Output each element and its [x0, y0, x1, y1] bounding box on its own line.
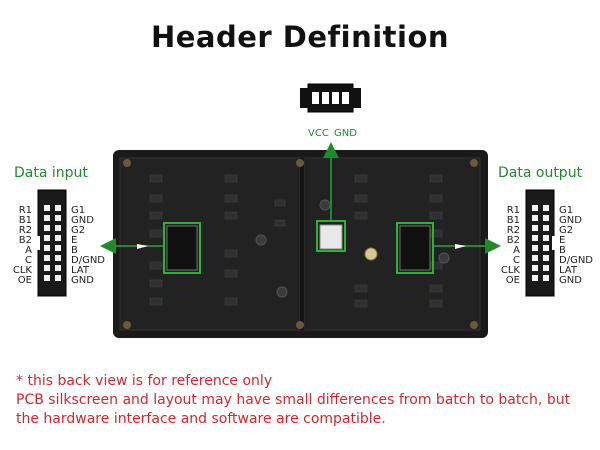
svg-text:GND: GND [71, 275, 94, 286]
header-pin [44, 215, 50, 221]
header-pin [44, 235, 50, 241]
header-pin [532, 205, 538, 211]
page-title: Header Definition [150, 20, 450, 54]
header-pin [543, 255, 549, 261]
svg-text:B2: B2 [507, 235, 520, 246]
input-left-pin-labels: R1 B1 R2 B2 A C CLK OE [13, 205, 33, 286]
header-pin [55, 205, 61, 211]
board-power-connector [316, 220, 346, 252]
svg-text:B: B [71, 245, 78, 256]
svg-text:LAT: LAT [71, 265, 90, 276]
header-pin [532, 225, 538, 231]
svg-text:R2: R2 [507, 225, 520, 236]
board-input-connector [163, 222, 201, 274]
svg-text:C: C [25, 255, 32, 266]
svg-text:A: A [513, 245, 520, 256]
svg-text:D/GND: D/GND [559, 255, 593, 266]
svg-text:B1: B1 [19, 215, 32, 226]
header-pin [55, 265, 61, 271]
header-pin [543, 205, 549, 211]
board-output-connector [396, 222, 434, 274]
header-pin [44, 275, 50, 281]
note-line-2: PCB silkscreen and layout may have small… [16, 392, 571, 408]
header-pin [55, 245, 61, 251]
svg-text:B1: B1 [507, 215, 520, 226]
input-right-pin-labels: G1 GND G2 E B D/GND LAT GND [71, 205, 105, 286]
header-pin [532, 265, 538, 271]
header-pin [44, 265, 50, 271]
header-pin [532, 255, 538, 261]
header-pin [543, 265, 549, 271]
data-output-header [525, 189, 556, 297]
svg-text:B: B [559, 245, 566, 256]
svg-text:CLK: CLK [13, 265, 33, 276]
header-pin [44, 245, 50, 251]
svg-text:E: E [559, 235, 565, 246]
header-pin [55, 235, 61, 241]
svg-text:C: C [513, 255, 520, 266]
svg-text:LAT: LAT [559, 265, 578, 276]
output-left-pin-labels: R1 B1 R2 B2 A C CLK OE [501, 205, 521, 286]
svg-text:OE: OE [506, 275, 520, 286]
svg-text:A: A [25, 245, 32, 256]
data-input-label: Data input [14, 165, 88, 181]
header-pin [543, 235, 549, 241]
svg-text:G1: G1 [71, 205, 85, 216]
header-pin [55, 215, 61, 221]
note-line-3: the hardware interface and software are … [16, 411, 386, 427]
header-pin [55, 275, 61, 281]
gnd-label: GND [334, 128, 357, 139]
header-pin [55, 225, 61, 231]
header-pin [532, 245, 538, 251]
power-connector-icon [300, 83, 361, 113]
svg-text:G2: G2 [71, 225, 85, 236]
svg-text:OE: OE [18, 275, 32, 286]
note-line-1: * this back view is for reference only [16, 373, 273, 389]
header-pin [532, 235, 538, 241]
header-pin [543, 215, 549, 221]
vcc-label: VCC [308, 128, 329, 139]
output-right-pin-labels: G1 GND G2 E B D/GND LAT GND [559, 205, 593, 286]
header-pin [543, 275, 549, 281]
data-input-header [36, 189, 67, 297]
svg-text:E: E [71, 235, 77, 246]
svg-text:G2: G2 [559, 225, 573, 236]
header-pin [44, 225, 50, 231]
svg-text:G1: G1 [559, 205, 573, 216]
header-pin [44, 255, 50, 261]
svg-text:CLK: CLK [501, 265, 521, 276]
svg-text:B2: B2 [19, 235, 32, 246]
header-pin [543, 225, 549, 231]
svg-text:R1: R1 [507, 205, 520, 216]
svg-text:R1: R1 [19, 205, 32, 216]
header-pin [55, 255, 61, 261]
svg-text:R2: R2 [19, 225, 32, 236]
header-pin [543, 245, 549, 251]
header-pin [532, 215, 538, 221]
svg-text:GND: GND [559, 275, 582, 286]
header-pin [44, 205, 50, 211]
svg-text:D/GND: D/GND [71, 255, 105, 266]
svg-text:GND: GND [71, 215, 94, 226]
svg-text:GND: GND [559, 215, 582, 226]
led-panel-board [113, 150, 488, 338]
header-pin [532, 275, 538, 281]
data-output-label: Data output [498, 165, 583, 181]
